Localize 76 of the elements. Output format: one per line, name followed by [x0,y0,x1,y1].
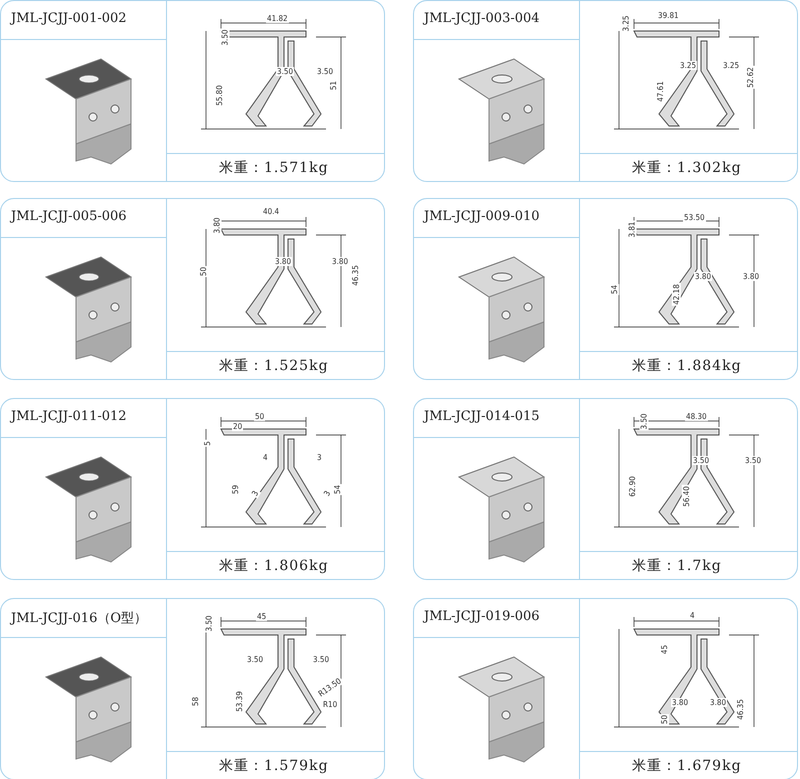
weight-text: 米重：1.806kg [219,557,329,575]
dimension-label: 48.30 [685,412,708,421]
dimension-label: 50 [199,266,208,278]
dimension-label: 46.35 [736,698,745,721]
dimension-label: 50 [254,412,266,421]
dimension-label: 54 [333,484,342,496]
dimension-label: 20 [232,422,244,431]
dimension-label: 3.50 [276,67,294,76]
model-number: JML-JCJJ-016（O型） [11,610,147,627]
dimension-label: 51 [329,80,338,92]
dimension-label: 3.50 [312,655,330,664]
dimension-label: 3.80 [742,272,760,281]
product-card [0,198,385,380]
dimension-label: 52.62 [746,66,755,89]
dimension-label: 54 [610,284,620,296]
dimension-label: 3.50 [640,412,649,431]
dimension-label: 3 [322,488,333,499]
weight-text: 米重：1.679kg [632,757,742,775]
dimension-label: 3.25 [679,61,698,70]
dimension-label: 53.50 [683,213,706,222]
dimension-label: 55.80 [214,84,224,107]
dimension-label: 3.80 [694,272,712,281]
dimension-label: 4 [262,453,269,462]
model-number: JML-JCJJ-009-010 [424,209,540,224]
product-card [413,398,798,580]
product-card [0,398,385,580]
dimension-label: R10 [322,700,338,709]
dimension-label: 3.81 [628,220,637,239]
weight-text: 米重：1.884kg [632,357,742,375]
dimension-label: 4 [689,611,696,620]
dimension-label: 42.18 [672,283,681,306]
weight-text: 米重：1.525kg [219,357,329,375]
model-number: JML-JCJJ-005-006 [11,209,127,224]
dimension-label: 3.80 [671,698,690,707]
dimension-label: 47.61 [656,80,665,103]
dimension-label: 3.80 [709,698,728,707]
weight-text: 米重：1.7kg [632,557,722,575]
dimension-label: 3.80 [212,216,222,235]
dimension-label: 5 [202,440,212,447]
product-card [413,0,798,182]
dimension-label: 50 [660,714,670,726]
product-card [413,598,798,779]
dimension-label: 46.35 [350,264,360,287]
model-number: JML-JCJJ-014-015 [424,409,540,424]
weight-text: 米重：1.302kg [632,159,742,177]
dimension-label: 40.4 [262,207,280,216]
product-card [0,0,385,182]
dimension-label: 3.50 [246,655,264,664]
dimension-label: 3.50 [220,28,230,47]
dimension-label: 3 [250,488,261,499]
dimension-label: 3.80 [274,257,292,266]
dimension-label: 3.50 [744,456,762,465]
model-number: JML-JCJJ-011-012 [11,409,127,424]
weight-text: 米重：1.571kg [219,159,329,177]
dimension-label: 53.39 [234,690,244,713]
dimension-label: 41.82 [266,14,289,23]
dimension-label: 3.50 [316,67,334,76]
dimension-label: 58 [191,696,200,708]
model-number: JML-JCJJ-003-004 [424,11,540,26]
dimension-label: 45 [256,612,268,621]
product-card [0,598,385,779]
dimension-label: 3.80 [331,257,350,266]
dimension-label: 39.81 [657,11,680,20]
dimension-label: 3.25 [622,14,631,33]
model-number: JML-JCJJ-019-006 [424,609,540,624]
dimension-label: 3 [316,453,323,462]
dimension-label: 59 [231,484,240,496]
model-number: JML-JCJJ-001-002 [11,11,127,26]
product-card [413,198,798,380]
weight-text: 米重：1.579kg [219,757,329,775]
dimension-label: 45 [660,644,670,656]
dimension-label: 62.90 [628,475,637,498]
dimension-label: 56.40 [682,485,691,508]
dimension-label: 3.50 [204,614,214,633]
dimension-label: 3.50 [692,456,710,465]
dimension-label: 3.25 [722,61,740,70]
